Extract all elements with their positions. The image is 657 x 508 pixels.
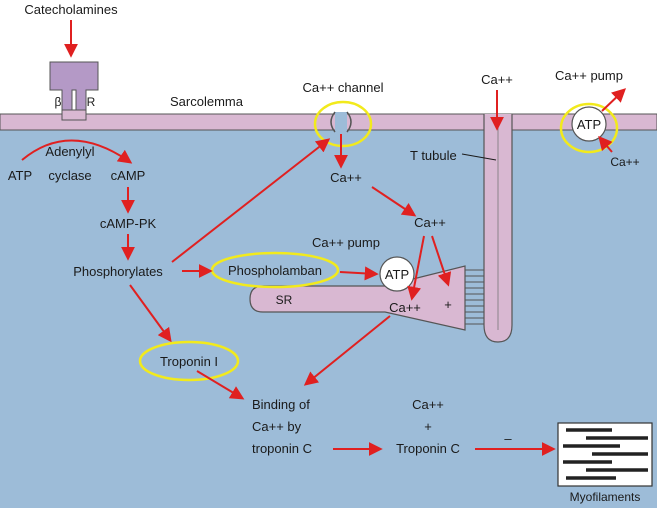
ca-sr-label: Ca++ <box>389 300 421 315</box>
ca-top-label: Ca++ <box>481 72 513 87</box>
atp-pump-sr <box>379 256 415 292</box>
sarcolemma-label: Sarcolemma <box>170 94 244 109</box>
arrow-ca-into-pump <box>598 135 613 153</box>
t-tubule-pointer <box>461 153 497 161</box>
ca-c-label: Ca++ <box>412 397 444 412</box>
ca-channel-gap <box>335 112 347 132</box>
myofilaments-label: Myofilaments <box>570 490 641 504</box>
arrow-ca-mid-to-sr <box>407 235 425 301</box>
ca-right-label: Ca++ <box>610 155 639 169</box>
minus-label: – <box>504 431 512 446</box>
binding-line-1: Binding of <box>252 397 310 412</box>
receptor-r-label: R <box>87 95 96 109</box>
arrow-to-troponin-i <box>129 284 172 343</box>
arrow-troponin-i-to-binding <box>196 370 245 400</box>
atp-sr-label: ATP <box>385 267 409 282</box>
binding-line-2: Ca++ by <box>252 419 302 434</box>
ca-pump-top-label: Ca++ pump <box>555 68 623 83</box>
atp-top-label: ATP <box>577 117 601 132</box>
catecholamines-label: Catecholamines <box>24 2 118 17</box>
highlight-ca-channel <box>313 100 373 148</box>
arrow-ca-to-ca-mid <box>371 186 417 217</box>
ca-pump-sr-label: Ca++ pump <box>312 235 380 250</box>
camp-label: cAMP <box>111 168 146 183</box>
adenylyl-label: Adenylyl <box>45 144 94 159</box>
arrow-to-ca-channel <box>171 138 331 263</box>
arrow-ca-mid-to-plus <box>431 235 452 287</box>
beta-label: β <box>55 95 62 109</box>
highlight-troponin-i <box>138 340 240 382</box>
ca-channel-label: Ca++ channel <box>303 80 384 95</box>
camp-pk-label: cAMP-PK <box>100 216 157 231</box>
plus-sr-label: + <box>444 297 452 312</box>
cyclase-label: cyclase <box>48 168 91 183</box>
myofilaments-icon <box>557 422 653 487</box>
ca-inside-label: Ca++ <box>330 170 362 185</box>
atp-left-label: ATP <box>8 168 32 183</box>
ca-channel-right <box>346 111 352 133</box>
arrow-pump-out <box>601 88 627 112</box>
arrow-sr-to-binding <box>303 315 391 386</box>
sr-junction-feet <box>465 269 484 325</box>
sr-label: SR <box>276 293 293 307</box>
phosphorylates-label: Phosphorylates <box>73 264 163 279</box>
arrow-phospholamban-to-atp <box>339 266 379 281</box>
highlight-atp-pump <box>559 102 619 154</box>
phospholamban-label: Phospholamban <box>228 263 322 278</box>
plus-c-label: + <box>424 419 432 434</box>
t-tubule-label: T tubule <box>410 148 457 163</box>
binding-line-3: troponin C <box>252 441 312 456</box>
troponin-i-label: Troponin I <box>160 354 218 369</box>
receptor-foot <box>61 109 87 121</box>
arrow-atp-to-camp <box>21 139 133 164</box>
sarcolemma-membrane <box>0 113 657 131</box>
troponin-c-label: Troponin C <box>396 441 460 456</box>
beta-receptor <box>49 61 99 113</box>
ca-channel-left <box>330 111 336 133</box>
ca-mid-label: Ca++ <box>414 215 446 230</box>
atp-pump-sarcolemma <box>571 106 607 142</box>
